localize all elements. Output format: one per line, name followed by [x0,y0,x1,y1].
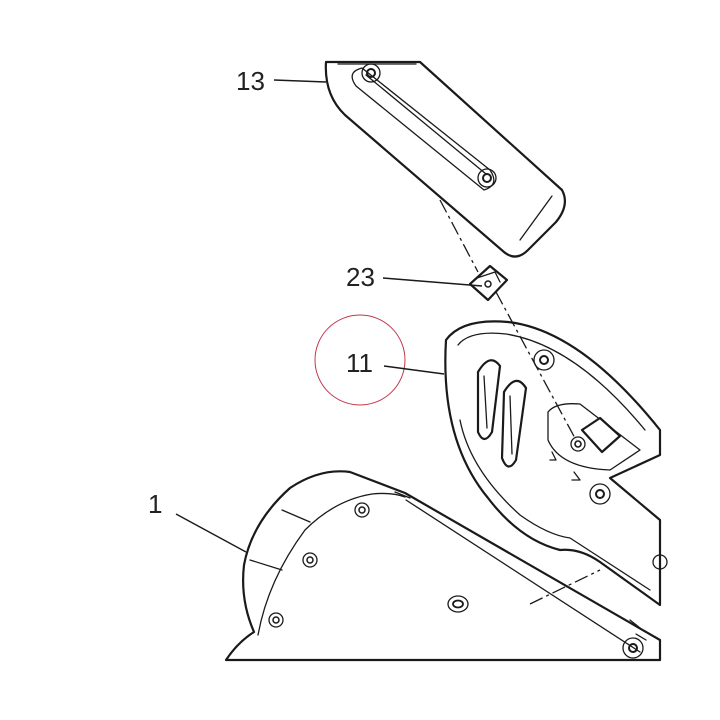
part-11-shield-plate [444,320,668,607]
callout-23: 23 [346,262,375,292]
leader-23 [382,277,483,287]
leader-13 [273,79,327,83]
part-23-clip [468,264,509,302]
assembly-axis-lines [439,199,601,605]
part-1-housing [224,470,662,662]
leader-lines [175,79,483,553]
callout-1: 1 [148,489,162,519]
part-13-cover-plate [324,60,567,258]
callout-11: 11 [346,348,373,378]
callout-13: 13 [236,66,265,96]
leader-1 [175,513,247,553]
highlight-circle [314,314,406,406]
leader-11 [383,365,445,375]
